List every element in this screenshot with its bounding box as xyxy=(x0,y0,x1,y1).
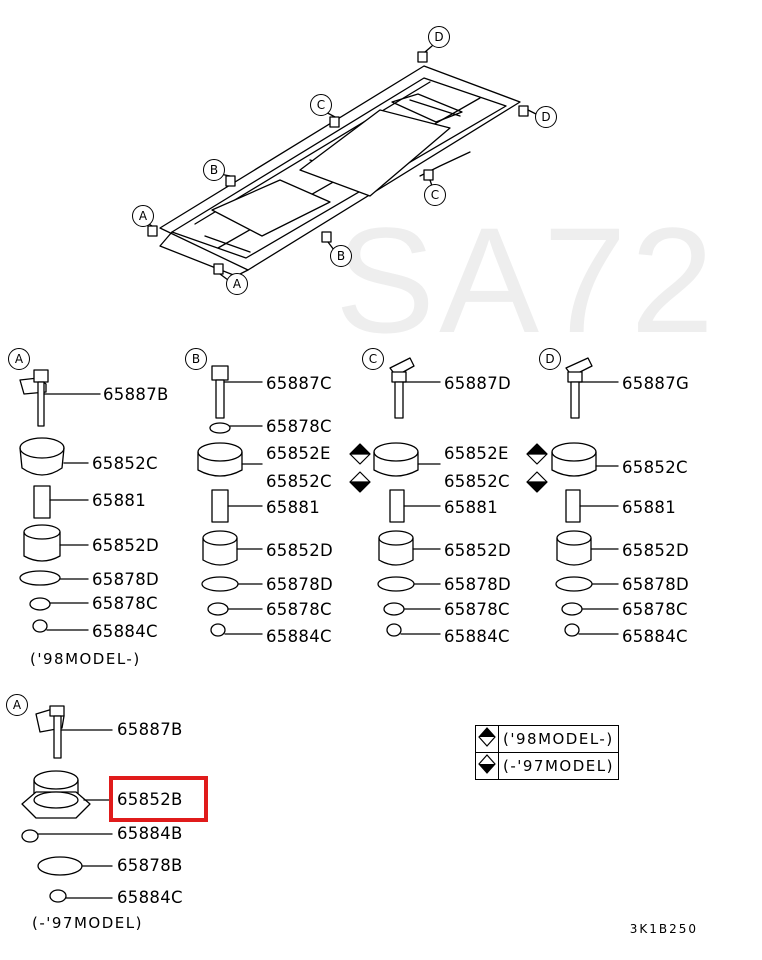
legend-text: ('98MODEL-) xyxy=(498,725,619,753)
legend-table: ('98MODEL-) (-'97MODEL) xyxy=(475,725,619,780)
group-c-label: C xyxy=(362,348,384,370)
highlighted-part-number[interactable]: 65852B xyxy=(117,790,183,809)
group-a97-parts xyxy=(21,705,113,903)
part-number: 65881 xyxy=(266,498,320,517)
part-number: 65884C xyxy=(92,622,158,641)
part-number: 65884C xyxy=(117,888,183,907)
model-note: ('98MODEL-) xyxy=(30,650,141,668)
part-number: 65852D xyxy=(622,541,689,560)
part-number: 65852C xyxy=(444,472,510,491)
part-number: 65852D xyxy=(266,541,333,560)
part-number: 65878C xyxy=(92,594,158,613)
diamond-bottom-filled-icon xyxy=(475,752,499,780)
highlight-box xyxy=(109,776,208,822)
part-number: 65878C xyxy=(266,417,332,436)
part-number: 65852C xyxy=(266,472,332,491)
part-number: 65878D xyxy=(622,575,689,594)
part-number: 65878C xyxy=(444,600,510,619)
frame-callout-c: C xyxy=(424,184,446,206)
legend-row: (-'97MODEL) xyxy=(475,752,619,780)
frame-callout-a: A xyxy=(226,273,248,295)
part-number: 65884C xyxy=(622,627,688,646)
frame-callout-b: B xyxy=(330,245,352,267)
part-number: 65881 xyxy=(622,498,676,517)
frame-callout-d: D xyxy=(428,26,450,48)
part-number: 65878D xyxy=(266,575,333,594)
part-number: 65884C xyxy=(444,627,510,646)
part-number: 65878D xyxy=(92,570,159,589)
part-number: 65852C xyxy=(622,458,688,477)
group-a-parts xyxy=(19,369,101,633)
group-c-parts xyxy=(373,357,441,637)
part-number: 65852E xyxy=(266,444,331,463)
chassis-frame xyxy=(145,45,537,281)
group-b-label: B xyxy=(185,348,207,370)
frame-callout-a: A xyxy=(132,205,154,227)
part-number: 65878C xyxy=(622,600,688,619)
part-number: 65887B xyxy=(103,385,169,404)
part-number: 65887B xyxy=(117,720,183,739)
part-number: 65887D xyxy=(444,374,511,393)
group-a97-label: A xyxy=(6,694,28,716)
group-d-parts xyxy=(551,357,619,637)
part-number: 65878D xyxy=(444,575,511,594)
legend-row: ('98MODEL-) xyxy=(475,725,619,753)
watermark: SA72 xyxy=(335,196,718,364)
part-number: 65887C xyxy=(266,374,332,393)
part-number: 65878B xyxy=(117,856,183,875)
model-note: (-'97MODEL) xyxy=(32,914,143,932)
part-number: 65852E xyxy=(444,444,509,463)
diamond-top-filled-icon xyxy=(475,725,499,753)
group-a-label: A xyxy=(8,348,30,370)
part-number: 65887G xyxy=(622,374,690,393)
diamond-markers xyxy=(349,443,548,493)
part-number: 65881 xyxy=(444,498,498,517)
legend-text: (-'97MODEL) xyxy=(498,752,619,780)
part-number: 65852C xyxy=(92,454,158,473)
frame-callout-b: B xyxy=(203,159,225,181)
frame-callout-d: D xyxy=(535,106,557,128)
group-b-parts xyxy=(197,365,263,637)
part-number: 65884B xyxy=(117,824,183,843)
diagram-code: 3K1B250 xyxy=(629,922,698,936)
part-number: 65852D xyxy=(444,541,511,560)
part-number: 65878C xyxy=(266,600,332,619)
part-number: 65852D xyxy=(92,536,159,555)
group-d-label: D xyxy=(539,348,561,370)
part-number: 65881 xyxy=(92,491,146,510)
frame-callout-c: C xyxy=(310,94,332,116)
part-number: 65884C xyxy=(266,627,332,646)
